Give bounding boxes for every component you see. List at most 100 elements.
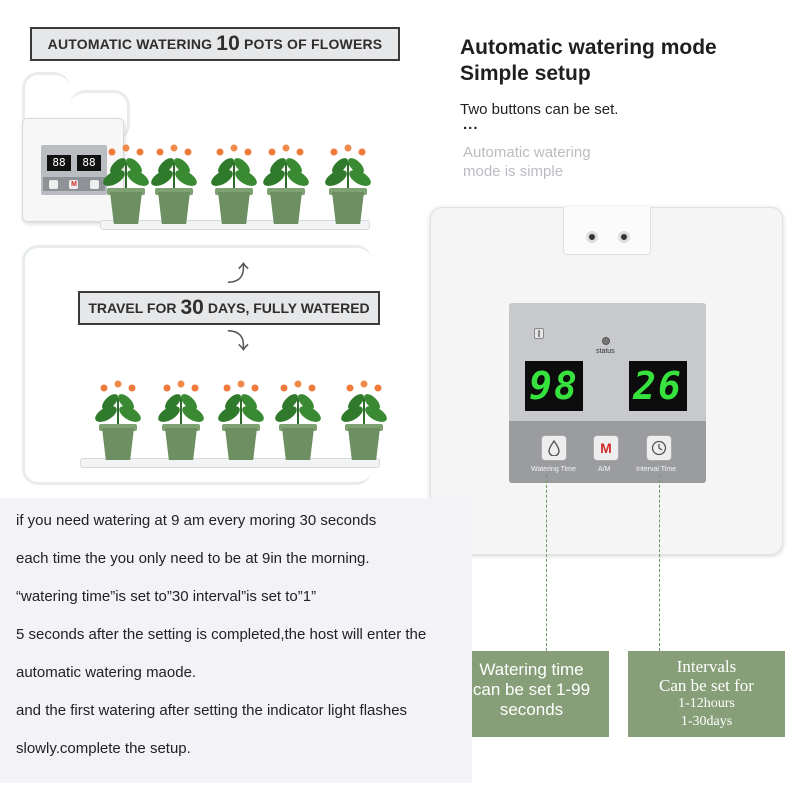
mode-button[interactable]: M bbox=[593, 435, 619, 461]
flower-pot bbox=[272, 378, 324, 470]
pot-rim bbox=[329, 188, 367, 195]
watering-time-box: Watering time can be set 1-99 seconds bbox=[454, 651, 609, 737]
banner-number: 10 bbox=[216, 32, 240, 55]
controller-device: status 98 26 M Watering Time A/M Interva… bbox=[430, 207, 783, 555]
pot-rim bbox=[222, 424, 260, 431]
control-panel: status 98 26 M Watering Time A/M Interva… bbox=[509, 303, 706, 483]
drop-icon bbox=[548, 440, 560, 456]
pot-rim bbox=[279, 424, 317, 431]
faint-line-1: Automatic watering bbox=[463, 144, 591, 161]
plant-leaves-icon bbox=[263, 144, 309, 192]
page-title: Automatic watering mode Simple setup bbox=[460, 35, 717, 87]
instructions-panel: if you need watering at 9 am every morin… bbox=[0, 498, 472, 783]
title-line-1: Automatic watering mode bbox=[460, 36, 717, 59]
pot-body bbox=[332, 192, 364, 224]
mini-mode-button: M bbox=[69, 179, 79, 189]
mini-button-row: M bbox=[43, 177, 105, 191]
pot-rim bbox=[267, 188, 305, 195]
clock-icon bbox=[651, 440, 667, 456]
pot-body bbox=[348, 428, 380, 460]
banner-travel: TRAVEL FOR 30 DAYS, FULLY WATERED bbox=[78, 291, 380, 325]
banner-travel-number: 30 bbox=[180, 296, 204, 319]
instruction-line-4: 5 seconds after the setting is completed… bbox=[16, 626, 427, 643]
pot-body bbox=[102, 428, 134, 460]
plant-leaves-icon bbox=[95, 380, 141, 428]
faint-line-2: mode is simple bbox=[463, 163, 564, 180]
status-label: status bbox=[596, 348, 615, 355]
flower-pot bbox=[155, 378, 207, 470]
guide-line-watering bbox=[546, 475, 547, 651]
faint-caption: Automatic watering mode is simple bbox=[463, 143, 623, 181]
watering-box-line-3: seconds bbox=[499, 700, 564, 719]
plant-leaves-icon bbox=[275, 380, 321, 428]
arrows-down-icon: ⤵ bbox=[226, 329, 249, 354]
instruction-line-1: if you need watering at 9 am every morin… bbox=[16, 512, 377, 529]
flower-pot bbox=[322, 142, 374, 234]
instruction-line-3: “watering time”is set to”30 interval”is … bbox=[16, 588, 317, 605]
plant-leaves-icon bbox=[325, 144, 371, 192]
pot-body bbox=[270, 192, 302, 224]
display-watering-time: 98 bbox=[525, 361, 583, 411]
port-right bbox=[618, 231, 630, 243]
interval-box: Intervals Can be set for 1-12hours 1-30d… bbox=[628, 651, 785, 737]
flower-pot bbox=[208, 142, 260, 234]
instruction-line-7: slowly.complete the setup. bbox=[16, 740, 191, 757]
flower-pot bbox=[260, 142, 312, 234]
mini-controller: 88 88 M bbox=[22, 118, 124, 222]
pot-body bbox=[282, 428, 314, 460]
pot-body bbox=[218, 192, 250, 224]
banner-travel-post: DAYS, FULLY WATERED bbox=[207, 300, 370, 316]
banner-automatic-watering: AUTOMATIC WATERING 10 POTS OF FLOWERS bbox=[30, 27, 400, 61]
subtitle: Two buttons can be set. bbox=[460, 101, 619, 118]
pot-rim bbox=[345, 424, 383, 431]
plant-leaves-icon bbox=[341, 380, 387, 428]
interval-box-line-4: 1-30days bbox=[680, 714, 733, 729]
instruction-line-5: automatic watering maode. bbox=[16, 664, 197, 681]
banner-travel-pre: TRAVEL FOR bbox=[88, 300, 177, 316]
instruction-line-6: and the first watering after setting the… bbox=[16, 702, 408, 719]
mini-control-panel: 88 88 M bbox=[41, 145, 107, 195]
watering-time-button[interactable] bbox=[541, 435, 567, 461]
watering-time-label: Watering Time bbox=[531, 466, 576, 473]
watering-box-line-1: Watering time bbox=[479, 660, 584, 679]
banner-text-post: POTS OF FLOWERS bbox=[244, 36, 383, 52]
pot-rim bbox=[215, 188, 253, 195]
pot-body bbox=[165, 428, 197, 460]
plant-leaves-icon bbox=[158, 380, 204, 428]
banner-text-pre: AUTOMATIC WATERING bbox=[47, 36, 213, 52]
interval-time-label: Interval Time bbox=[636, 466, 677, 473]
watering-illustration: 88 88 M ⤴ ⤵ bbox=[0, 60, 420, 490]
flower-pot bbox=[338, 378, 390, 470]
am-label: A/M bbox=[598, 466, 611, 473]
title-line-2: Simple setup bbox=[460, 62, 591, 85]
water-tube bbox=[70, 90, 130, 140]
pot-rim bbox=[99, 424, 137, 431]
pot-rim bbox=[107, 188, 145, 195]
plant-leaves-icon bbox=[151, 144, 197, 192]
instruction-line-2: each time the you only need to be at 9in… bbox=[16, 550, 370, 567]
device-port-tab bbox=[563, 207, 651, 255]
pot-rim bbox=[155, 188, 193, 195]
arrows-up-icon: ⤴ bbox=[226, 261, 249, 286]
pot-rim bbox=[162, 424, 200, 431]
guide-line-interval bbox=[659, 475, 660, 651]
interval-time-button[interactable] bbox=[646, 435, 672, 461]
water-tube bbox=[22, 245, 372, 485]
mini-display-right: 88 bbox=[77, 155, 101, 171]
interval-box-line-3: 1-12hours bbox=[678, 696, 735, 711]
pot-body bbox=[225, 428, 257, 460]
ellipsis: ... bbox=[463, 116, 479, 133]
pot-body bbox=[110, 192, 142, 224]
mini-display-left: 88 bbox=[47, 155, 71, 171]
flower-pot bbox=[92, 378, 144, 470]
flower-pot bbox=[215, 378, 267, 470]
status-led bbox=[602, 337, 610, 345]
interval-box-line-1: Intervals bbox=[676, 657, 737, 676]
flower-pot bbox=[148, 142, 200, 234]
mini-clock-button bbox=[90, 179, 100, 189]
flower-pot bbox=[100, 142, 152, 234]
plant-leaves-icon bbox=[211, 144, 257, 192]
power-indicator-icon bbox=[534, 328, 544, 339]
plant-leaves-icon bbox=[218, 380, 264, 428]
plant-leaves-icon bbox=[103, 144, 149, 192]
